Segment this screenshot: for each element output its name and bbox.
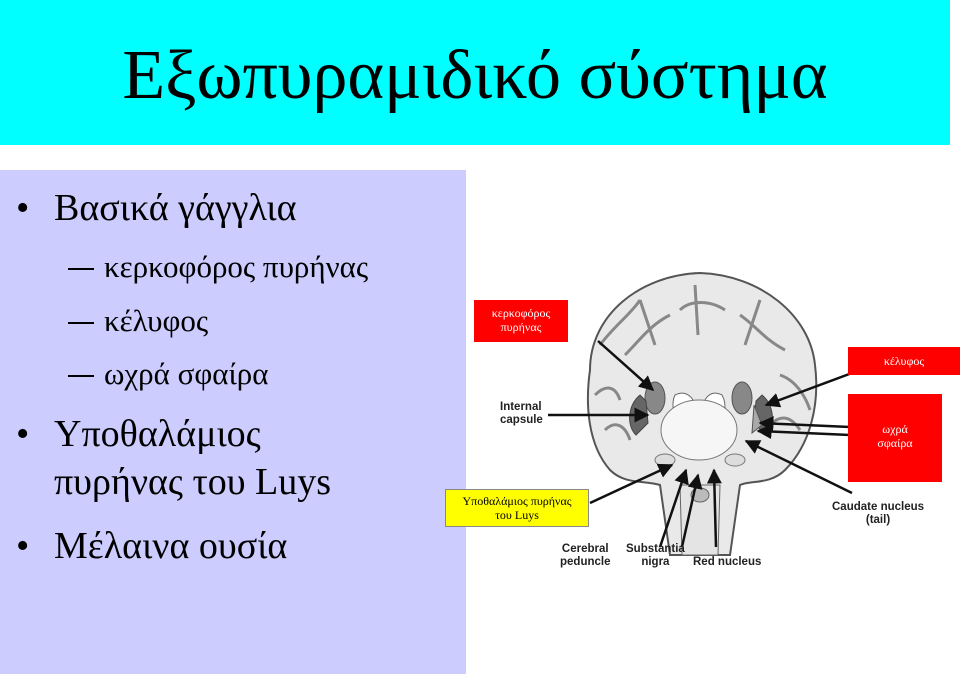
label-red-nucleus: Red nucleus	[693, 556, 762, 568]
label-caudate-line2: πυρήνας	[500, 320, 542, 334]
caudate-right	[731, 381, 753, 415]
arrow-cerebral-peduncle	[658, 468, 689, 548]
bullet-subthalamic-1: Υποθαλάμιος	[54, 413, 261, 455]
label-globus-line2: σφαίρα	[877, 436, 913, 450]
label-caudate: κερκοφόρος πυρήνας	[474, 300, 568, 342]
arrow-subthalamic	[589, 463, 674, 505]
brainstem	[679, 484, 721, 556]
arrow-globus	[758, 416, 851, 432]
label-internal-capsule: Internal capsule	[500, 401, 543, 426]
sub-caudate: κερκοφόρος πυρήνας	[104, 249, 369, 284]
lower-structure-left	[654, 453, 676, 467]
label-putamen: κέλυφος	[848, 347, 960, 375]
label-globus-line1: ωχρά	[882, 422, 908, 436]
label-subthalamic-line1: Υποθαλάμιος πυρήνας	[462, 494, 572, 508]
title-bar	[0, 0, 950, 145]
arrow-globus-2	[756, 424, 851, 440]
sub-globus: ωχρά σφαίρα	[104, 356, 269, 391]
bullet-subthalamic-2: πυρήνας του Luys	[54, 461, 332, 503]
arrow-caudate-tail	[744, 439, 853, 495]
label-putamen-text: κέλυφος	[883, 354, 925, 368]
sub-dash	[68, 322, 94, 324]
label-cerebral-peduncle: Cerebral peduncle	[560, 543, 611, 568]
label-substantia-nigra: Substantia nigra	[626, 543, 685, 568]
arrow-substantia	[680, 473, 703, 548]
bullet-dot: •	[16, 187, 30, 229]
sub-putamen: κέλυφος	[104, 303, 209, 338]
bullet-basal-ganglia: Βασικά γάγγλια	[54, 187, 297, 229]
label-caudate-tail: Caudate nucleus (tail)	[832, 501, 925, 526]
bullet-panel	[0, 170, 466, 674]
arrow-red-nucleus	[706, 468, 722, 548]
gyri-folds	[593, 284, 812, 441]
sub-dash	[68, 268, 94, 270]
arrow-caudate	[597, 340, 655, 391]
arrow-putamen	[764, 371, 853, 408]
bullet-dot: •	[16, 525, 30, 567]
brain-coronal-illustration	[548, 271, 853, 556]
sub-dash	[68, 375, 94, 377]
thalamus	[660, 399, 738, 461]
slide-title: Εξωπυραμιδικό σύστημα	[122, 37, 828, 114]
bullet-dot: •	[16, 413, 30, 455]
lower-structure-right	[724, 453, 746, 467]
label-caudate-line1: κερκοφόρος	[491, 306, 551, 320]
label-globus: ωχρά σφαίρα	[848, 394, 942, 482]
label-subthalamic-line2: του Luys	[495, 508, 539, 522]
bullet-substantia: Μέλαινα ουσία	[54, 525, 288, 567]
label-subthalamic: Υποθαλάμιος πυρήνας του Luys	[445, 489, 589, 527]
